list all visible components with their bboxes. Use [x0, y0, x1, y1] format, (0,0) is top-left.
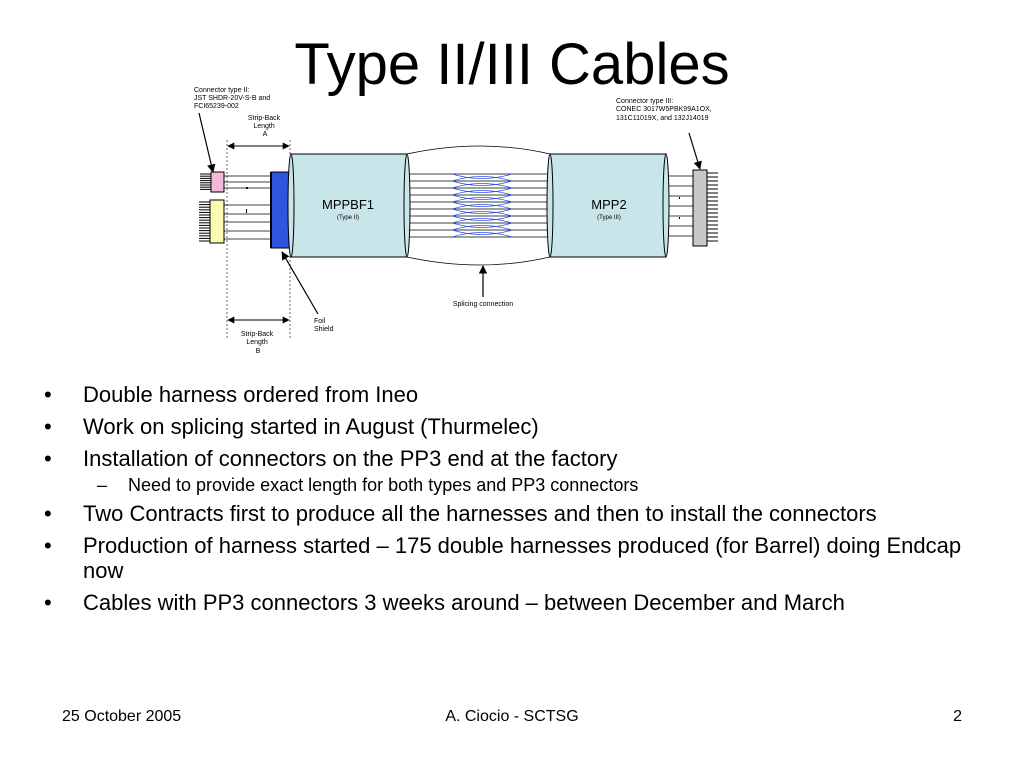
foil-shield — [270, 171, 291, 249]
bullet-item: Production of harness started – 175 doub… — [44, 533, 964, 583]
cable-diagram: MPPBF1 (Type II) MPP2 (Type III) Strip-B… — [194, 87, 718, 355]
connector-type3-label: Connector type III: CONEC 3017W5PBK99A1O… — [616, 98, 714, 122]
bullet-item: Cables with PP3 connectors 3 weeks aroun… — [44, 590, 964, 615]
splice-loop — [451, 229, 513, 238]
mppbf1-type: (Type II) — [337, 215, 359, 221]
mpp2-label: MPP2 — [591, 197, 626, 212]
footer-page-number: 2 — [953, 708, 962, 725]
footer-date: 25 October 2005 — [62, 708, 182, 725]
splice-loop — [451, 187, 513, 196]
bullet-list: Double harness ordered from Ineo Work on… — [44, 382, 964, 622]
yellow-connector — [209, 199, 225, 244]
connector-type2-label: Connector type II: JST SHDR-20V-S-B and … — [194, 87, 272, 110]
pink-connector — [210, 171, 225, 193]
mppbf1-box: MPPBF1 (Type II) — [287, 153, 411, 258]
splice-loop — [451, 215, 513, 224]
bullet-item: Work on splicing started in August (Thur… — [44, 414, 964, 439]
splice-outline — [406, 145, 551, 266]
splice-loop — [451, 201, 513, 210]
splice-loop — [451, 194, 513, 203]
footer-author: A. Ciocio - SCTSG — [445, 708, 579, 725]
bullet-item: Installation of connectors on the PP3 en… — [44, 446, 964, 471]
foil-shield-arrow — [281, 251, 319, 315]
mpp2-type: (Type III) — [597, 215, 621, 221]
wire-marks — [246, 187, 680, 219]
connector-type2-arrow — [198, 112, 216, 173]
strip-back-a-label: Strip-Back Length A — [248, 115, 282, 138]
splice-loop — [451, 173, 513, 182]
splice-loop — [451, 208, 513, 217]
bullet-item: Double harness ordered from Ineo — [44, 382, 964, 407]
splice-loop — [451, 180, 513, 189]
foil-shield-label: Foil Shield — [314, 318, 334, 333]
strip-back-b-label: Strip-Back Length B — [241, 331, 275, 355]
mpp2-box: MPP2 (Type III) — [546, 153, 670, 258]
connector-type3-arrow — [688, 132, 702, 170]
slide-title: Type II/III Cables — [294, 32, 730, 97]
conec-connector-right — [692, 169, 718, 247]
jst-connector-left — [199, 171, 225, 244]
mppbf1-label: MPPBF1 — [322, 197, 374, 212]
splice-loop — [451, 222, 513, 231]
splicing-label: Splicing connection — [453, 301, 513, 308]
sub-bullet-item: Need to provide exact length for both ty… — [44, 474, 964, 496]
bullet-item: Two Contracts first to produce all the h… — [44, 501, 964, 526]
